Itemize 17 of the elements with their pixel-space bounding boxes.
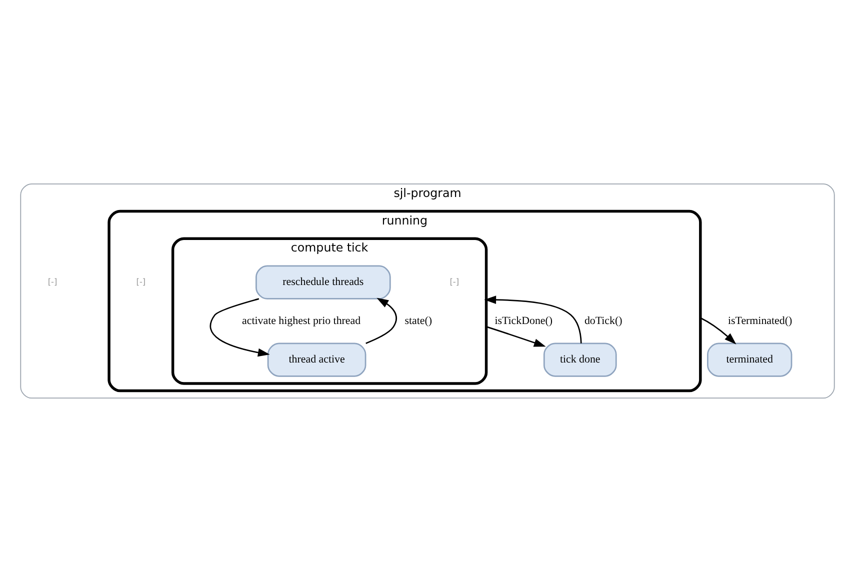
edge-label: activate highest prio thread [242,314,361,326]
node-box: terminated [707,342,792,376]
label: [-] [48,276,58,286]
node-box: thread active [267,342,366,376]
node-box: tick done [543,342,617,376]
edge-label: doTick() [584,314,622,326]
arrow [366,297,397,344]
label: [-] [136,276,146,286]
edge-label: isTickDone() [494,314,553,326]
arrow [484,295,582,343]
arrow [210,298,270,356]
arrow [486,326,546,346]
label: [-] [450,276,460,286]
arrow [700,316,736,344]
edge-label: isTerminated() [728,314,792,326]
edge-label: state() [404,314,432,326]
node-box: reschedule threads [256,264,391,299]
